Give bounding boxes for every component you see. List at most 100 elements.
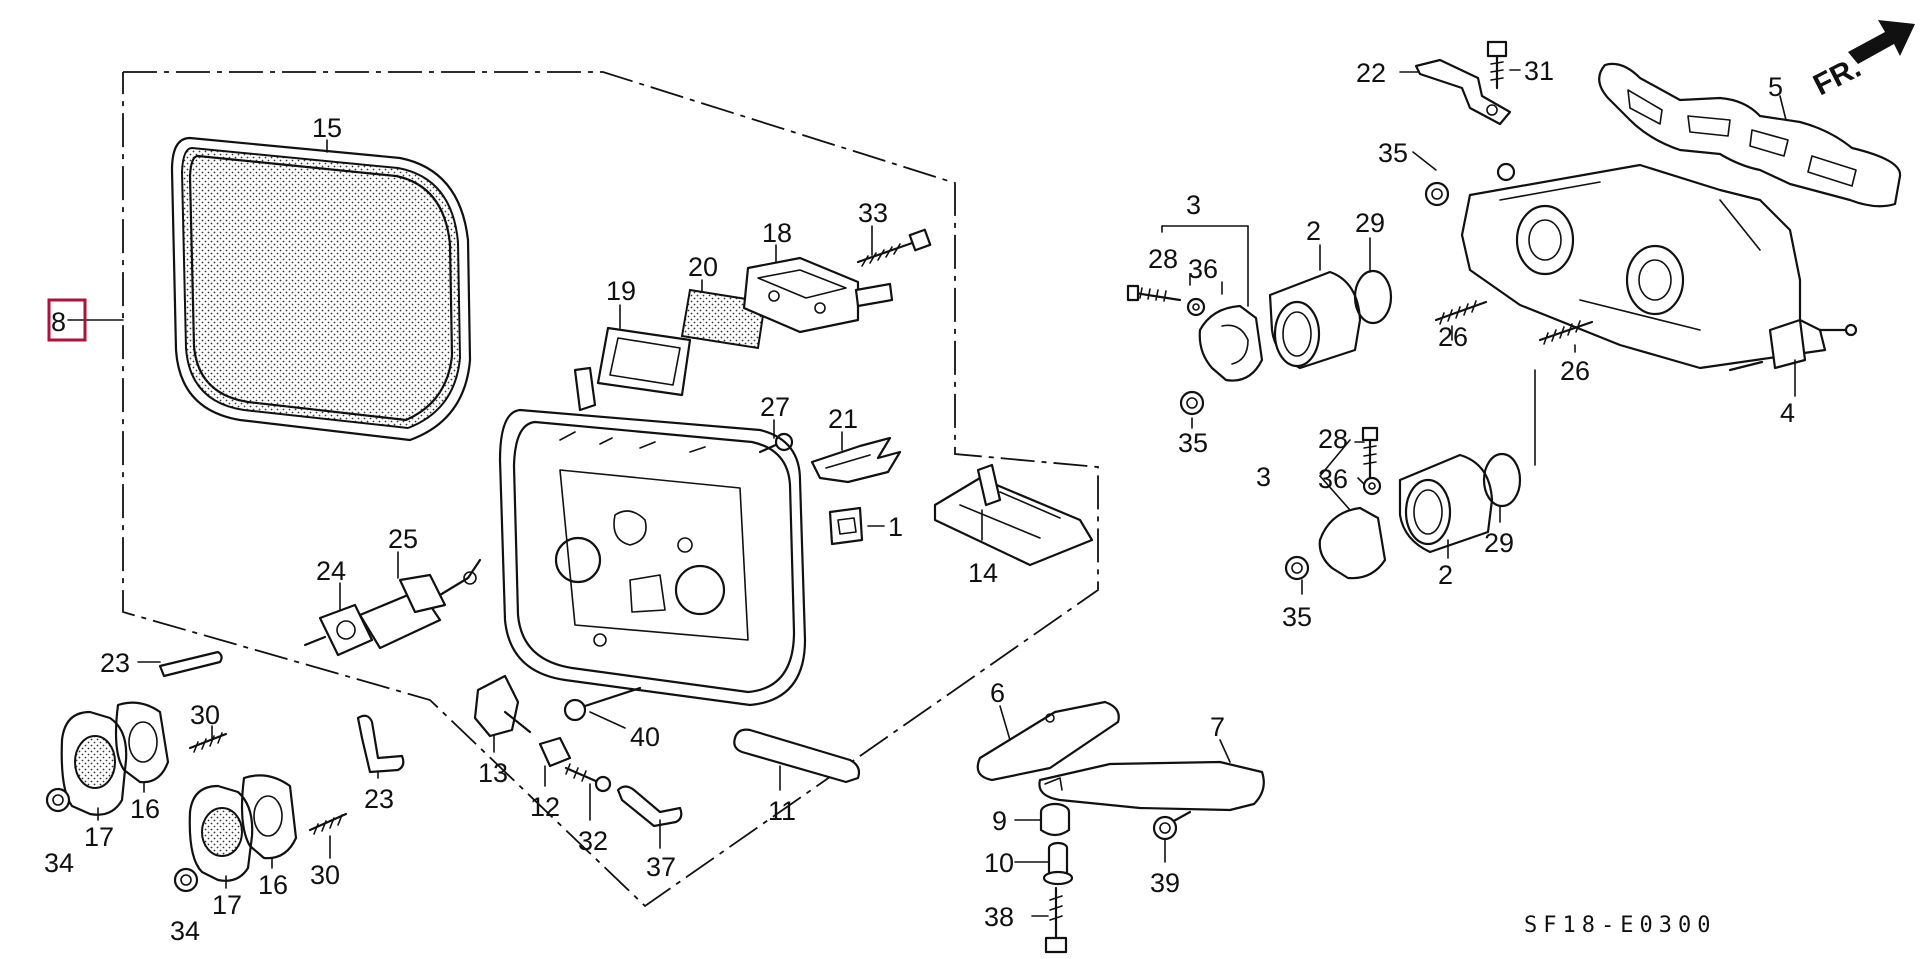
part-10-collar: [1042, 841, 1074, 886]
part-3a-clamp: [1198, 304, 1264, 382]
main-housing: [498, 366, 807, 707]
part-26b-stud: [1538, 320, 1594, 345]
callout-27: 27: [760, 392, 790, 422]
callout-35c: 35: [1282, 602, 1312, 632]
callout-38: 38: [984, 902, 1014, 932]
part-11-rod: [733, 728, 861, 784]
callout-37: 37: [646, 852, 676, 882]
callout-36b: 36: [1318, 464, 1348, 494]
part-36b-washer: [1362, 476, 1382, 496]
callout-16a: 16: [130, 794, 160, 824]
part-2a-body: [1268, 270, 1362, 370]
callout-3b: 3: [1256, 462, 1271, 492]
part-28a-bolt: [1126, 284, 1182, 302]
part-32-bolt: [564, 763, 612, 793]
assembly-boundary: [122, 71, 1099, 908]
part-19-seal: [596, 326, 692, 397]
part-31-bolt: [1486, 40, 1508, 90]
callout-26b: 26: [1560, 356, 1590, 386]
callout-23b: 23: [364, 784, 394, 814]
callout-24: 24: [316, 556, 346, 586]
part-34a-nut: [45, 787, 71, 813]
callout-35a: 35: [1378, 138, 1408, 168]
callout-3a: 3: [1186, 190, 1201, 220]
part-7-plate: [1038, 760, 1265, 812]
part-40-bolt: [563, 686, 642, 722]
part-33-bolt: [856, 228, 932, 267]
callout-2b: 2: [1438, 560, 1453, 590]
callout-17a: 17: [84, 822, 114, 852]
callout-6: 6: [990, 678, 1005, 708]
part-24-diaphragm: [303, 603, 374, 657]
part-35a-nut: [1424, 181, 1450, 207]
callout-30b: 30: [310, 860, 340, 890]
callout-34b: 34: [170, 916, 200, 946]
part-23a-hose: [158, 650, 223, 678]
part-2b-body: [1398, 453, 1494, 554]
part-17b-filter: [188, 784, 254, 882]
callout-5: 5: [1768, 72, 1783, 102]
part-12-clamp: [538, 736, 572, 768]
callout-11: 11: [768, 796, 796, 826]
part-22-bracket: [1414, 58, 1512, 126]
part-28b-bolt: [1361, 426, 1379, 482]
callout-2a: 2: [1306, 216, 1321, 246]
callout-29a: 29: [1355, 208, 1385, 238]
callout-18: 18: [762, 218, 792, 248]
callout-32: 32: [578, 826, 608, 856]
part-35b-nut: [1179, 390, 1205, 416]
callout-31: 31: [1524, 56, 1554, 86]
part-35c-nut: [1284, 555, 1310, 581]
callout-35b: 35: [1178, 428, 1208, 458]
part-30a-stud: [188, 732, 228, 753]
callout-14: 14: [968, 558, 998, 588]
callout-28b: 28: [1318, 424, 1348, 454]
front-direction-arrow: FR.: [1808, 20, 1915, 102]
part-13-valve: [473, 674, 532, 738]
callout-34a: 34: [44, 848, 74, 878]
callout-8: 8: [51, 307, 66, 337]
part-21-clip: [810, 436, 902, 484]
part-18-bracket: [742, 256, 894, 334]
callout-29b: 29: [1484, 528, 1514, 558]
part-23b-hose: [356, 714, 405, 774]
part-34b-nut: [173, 867, 199, 893]
part-25-actuator: [358, 558, 482, 650]
callout-22: 22: [1356, 58, 1386, 88]
callout-20: 20: [688, 252, 718, 282]
callout-numbers: 8 15 19 20 18 33 27 21 1 14 24 25 23 30 …: [44, 56, 1795, 946]
callout-33: 33: [858, 198, 888, 228]
part-17a-filter: [60, 710, 128, 816]
part-4-manifold: [1460, 162, 1858, 372]
callout-7: 7: [1210, 712, 1225, 742]
part-29a-oring: [1353, 269, 1393, 325]
part-30b-stud: [308, 812, 348, 835]
part-29b-oring: [1482, 452, 1522, 508]
part-3b-clamp: [1318, 506, 1387, 580]
callout-23a: 23: [100, 648, 130, 678]
part-37-hose: [616, 785, 683, 828]
drawing-code: SF18-E0300: [1524, 913, 1716, 938]
callout-30a: 30: [190, 700, 220, 730]
callout-9: 9: [992, 806, 1007, 836]
callout-40: 40: [630, 722, 660, 752]
callout-12: 12: [530, 792, 560, 822]
callout-13: 13: [478, 758, 508, 788]
callout-25: 25: [388, 524, 418, 554]
callout-4: 4: [1780, 398, 1795, 428]
part-26a-stud: [1434, 300, 1488, 325]
part-38-bolt: [1044, 886, 1068, 954]
callout-16b: 16: [258, 870, 288, 900]
part-14-bracket: [933, 463, 1094, 567]
part-36a-washer: [1186, 297, 1206, 317]
callout-1: 1: [888, 512, 903, 542]
leader-lines: [97, 69, 1796, 917]
callout-10: 10: [984, 848, 1014, 878]
part-16b-gasket: [240, 774, 298, 860]
part-5-gasket: [1598, 62, 1902, 208]
part-15-gasket: [170, 136, 472, 442]
part-9-grommet: [1039, 802, 1071, 837]
callout-39: 39: [1150, 868, 1180, 898]
